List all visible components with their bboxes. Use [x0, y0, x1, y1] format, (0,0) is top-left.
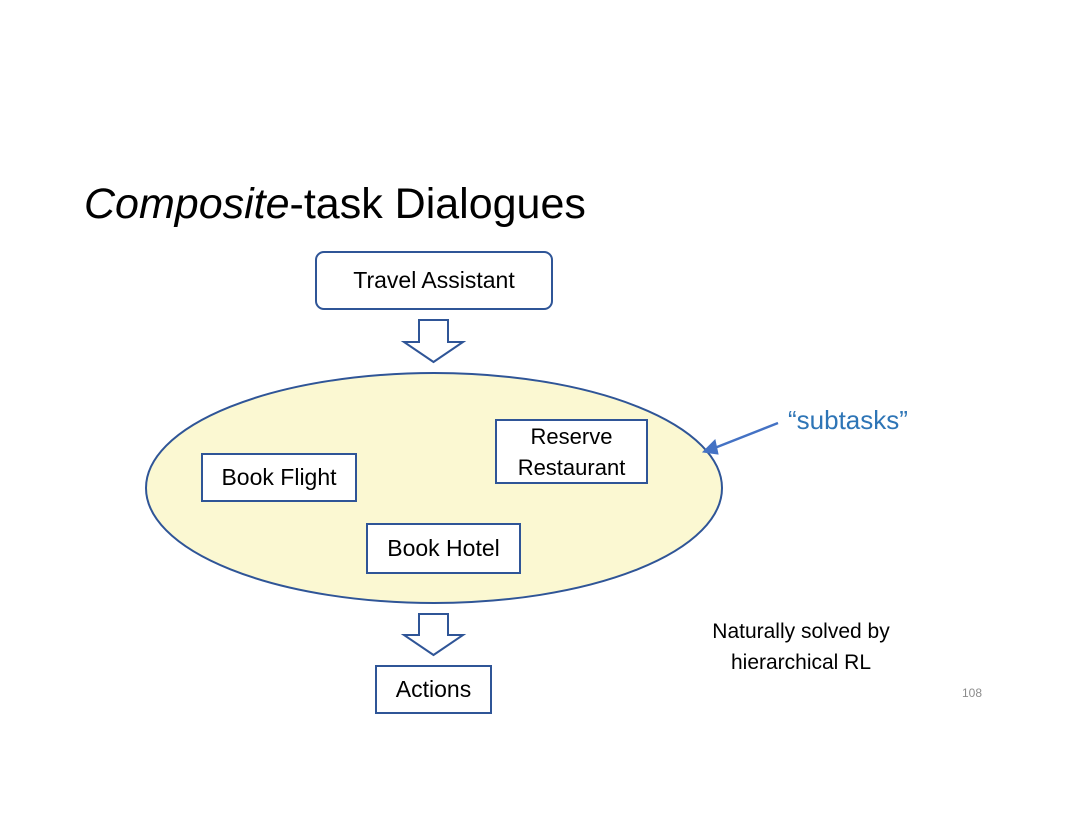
- subtasks-callout-label: “subtasks”: [788, 405, 908, 435]
- callout-arrow-head: [701, 438, 719, 455]
- note-line-1: Naturally solved by: [712, 620, 890, 643]
- book-flight-node: Book Flight: [201, 453, 357, 502]
- book-hotel-node: Book Hotel: [366, 523, 521, 574]
- note-line-2: hierarchical RL: [730, 651, 872, 674]
- actions-node: Actions: [375, 665, 492, 714]
- actions-label: Actions: [395, 676, 472, 702]
- slide-title-italic: Composite: [84, 180, 290, 228]
- travel-assistant-node: Travel Assistant: [315, 251, 553, 310]
- slide-title-rest: -task Dialogues: [289, 180, 586, 228]
- down-arrow-top: [400, 319, 467, 364]
- book-flight-label: Book Flight: [221, 464, 337, 490]
- reserve-restaurant-label-line1: Reserve: [530, 423, 613, 449]
- hierarchical-rl-note: Naturally solved by hierarchical RL: [688, 616, 914, 678]
- reserve-restaurant-node: Reserve Restaurant: [495, 419, 648, 484]
- reserve-restaurant-label-line2: Restaurant: [517, 454, 626, 480]
- book-hotel-label: Book Hotel: [387, 535, 500, 561]
- down-arrow-bottom: [400, 613, 467, 657]
- page-number: 108: [962, 686, 983, 700]
- callout-arrow-line: [711, 421, 779, 451]
- travel-assistant-label: Travel Assistant: [353, 267, 515, 293]
- slide-title: Composite-task Dialogues: [84, 176, 586, 232]
